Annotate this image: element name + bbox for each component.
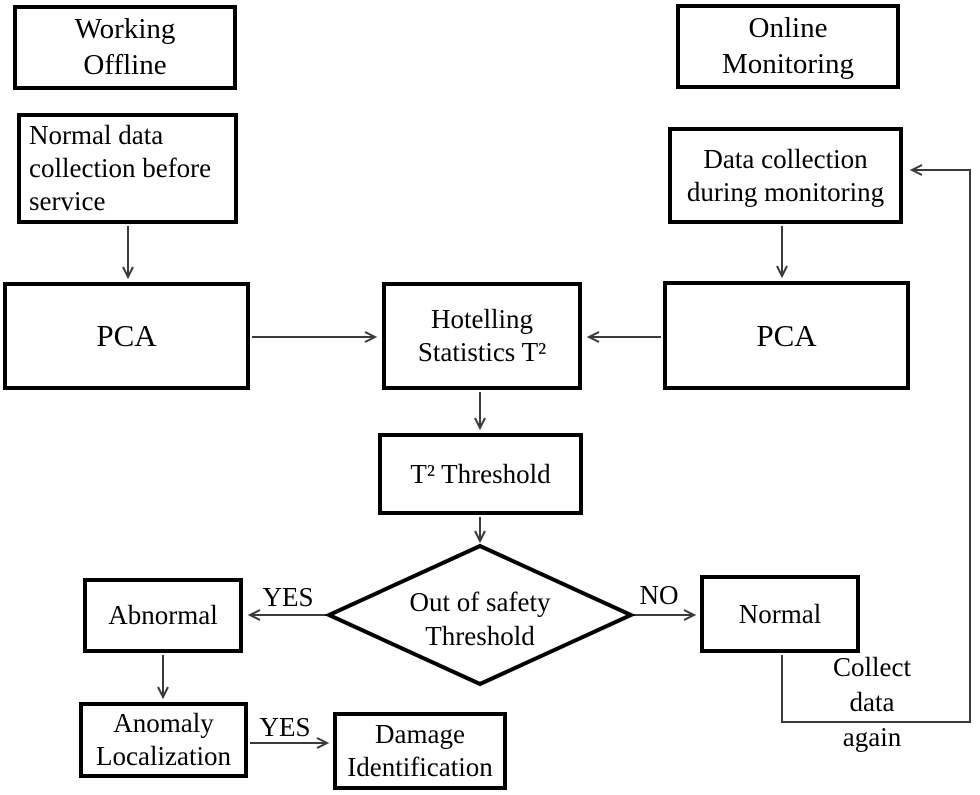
edge-label-yes-abnormal: YES <box>262 582 314 612</box>
edge-label-collect-data-again: Collect data again <box>833 652 911 753</box>
decision-diamond-shape <box>324 543 636 687</box>
node-pca-online: PCA <box>663 281 910 390</box>
node-abnormal: Abnormal <box>83 578 243 653</box>
node-data-collection-monitoring: Data collection during monitoring <box>668 127 903 224</box>
node-damage-identification: Damage Identification <box>333 712 507 790</box>
node-hotelling-statistics: Hotelling Statistics T² <box>382 282 582 390</box>
node-normal: Normal <box>700 575 860 653</box>
edge-label-no-normal: NO <box>639 580 679 610</box>
node-normal-data-collection: Normal data collection before service <box>17 113 238 224</box>
node-pca-offline: PCA <box>3 282 250 390</box>
node-t2-threshold: T² Threshold <box>378 433 583 515</box>
node-anomaly-localization: Anomaly Localization <box>79 702 248 778</box>
node-working-offline: Working Offline <box>13 5 237 90</box>
feedback-loop-line <box>781 164 971 723</box>
node-decision-label: Out of safety Threshold <box>409 587 551 651</box>
edge-label-yes-damage: YES <box>259 712 311 742</box>
node-online-monitoring: Online Monitoring <box>676 4 900 89</box>
